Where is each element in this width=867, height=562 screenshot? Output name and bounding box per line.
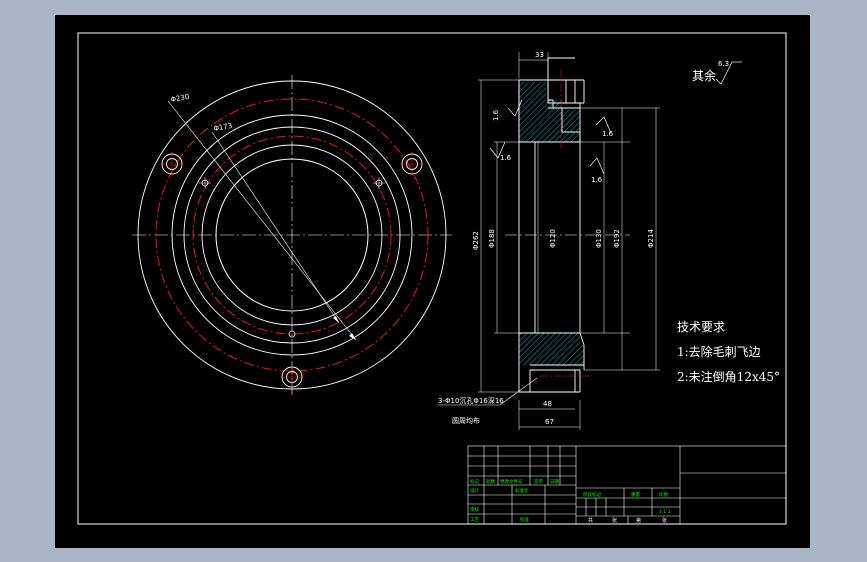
tb-label-sign: 签字	[534, 478, 543, 485]
dim-label-230: Φ230	[170, 93, 190, 104]
dim-label-48: 48	[543, 400, 552, 408]
arrow-173	[333, 316, 339, 323]
dim-label-130: Φ130	[595, 229, 603, 248]
leader-230	[167, 100, 357, 341]
roughness-label-1: 1.6	[492, 109, 500, 121]
dim-label-33: 33	[535, 51, 544, 59]
counterbore-hole-right	[400, 152, 424, 176]
hole-note-line-2: 圆周均布	[452, 416, 480, 425]
tb-label-mark: 标记	[470, 478, 479, 485]
tech-req-item-2: 2:未注倒角12x45°	[677, 369, 780, 384]
circle-130	[201, 144, 383, 326]
title-block	[467, 445, 787, 525]
tb-sheet-total: 共	[588, 517, 593, 524]
tb-scale-value: 1:1.3	[659, 509, 671, 515]
leader-173	[211, 131, 340, 324]
hatch-bottom	[519, 333, 584, 365]
dim-label-173: Φ173	[213, 122, 233, 133]
small-hole-bottom	[288, 330, 296, 338]
tb-sheet-no: 第	[636, 517, 641, 524]
tb-label-date: 日期	[550, 479, 559, 485]
dim-label-67: 67	[545, 418, 554, 426]
counterbore-hole-bottom	[280, 365, 304, 389]
roughness-note-value: 6.3	[718, 60, 729, 68]
hole-note-line-1: 3-Φ10沉孔Φ16深16	[438, 396, 504, 405]
front-view	[132, 75, 452, 395]
tb-label-standard: 标准化	[515, 487, 529, 494]
tb-sheet-unit-1: 张	[612, 517, 617, 524]
tb-label-process: 工艺	[470, 517, 479, 523]
section-view	[438, 52, 660, 430]
dim-label-120: Φ120	[549, 229, 557, 248]
dim-label-192: Φ192	[613, 229, 621, 248]
tb-label-count: 处数	[486, 478, 495, 485]
hole-note-leader	[438, 377, 538, 406]
arrow-230	[349, 333, 356, 340]
roughness-note: 其余	[692, 68, 716, 83]
roughness-label-4: 1.6	[602, 130, 614, 138]
tech-req-item-1: 1:去除毛刺飞边	[677, 344, 761, 359]
roughness-symbols	[489, 61, 742, 175]
sheet-border	[77, 32, 787, 525]
tb-sheet-unit-2: 张	[662, 517, 667, 524]
tb-label-change: 更改文件号	[500, 478, 523, 485]
tb-label-weight: 重量	[631, 491, 640, 498]
bore-circle-120	[215, 158, 369, 312]
sheet-background	[55, 15, 810, 548]
dim-label-262: Φ262	[472, 231, 480, 250]
tb-label-design: 设计	[470, 487, 479, 494]
dim-label-214: Φ214	[647, 229, 655, 248]
tech-req-title: 技术要求	[677, 320, 725, 334]
circle-173	[192, 135, 392, 335]
circle-214	[171, 114, 413, 356]
dim-label-188: Φ188	[488, 229, 496, 248]
roughness-label-2: 1.6	[500, 154, 512, 162]
tb-label-approve: 批准	[520, 516, 529, 523]
tb-label-stage: 阶段标记	[583, 491, 601, 498]
small-hole-left	[199, 177, 211, 189]
bolt-circle-230	[155, 98, 429, 372]
tb-label-review: 审核	[470, 506, 479, 513]
small-hole-right	[373, 177, 385, 189]
counterbore-hole-left	[160, 152, 184, 176]
roughness-label-3: 1.6	[591, 176, 603, 184]
tb-label-scale: 比例	[659, 491, 668, 498]
circle-192	[183, 126, 401, 344]
